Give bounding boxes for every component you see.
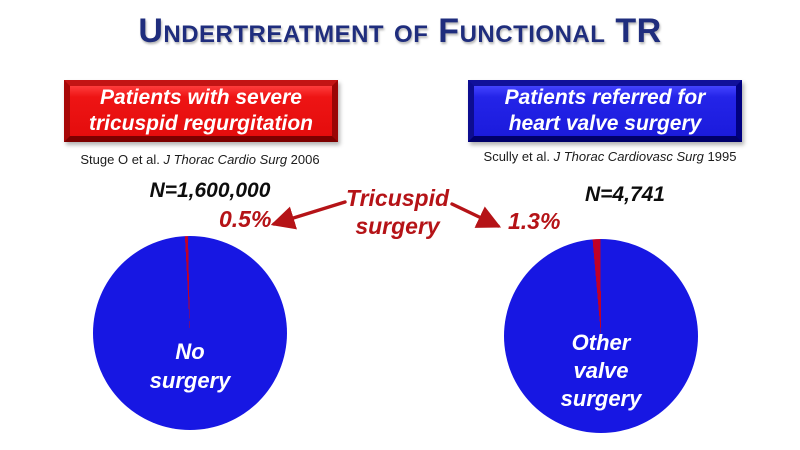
- right-header-label: Patients referred for heart valve surger…: [504, 86, 706, 135]
- left-citation-journal: J Thorac Cardio Surg: [163, 152, 288, 167]
- right-header-box: Patients referred for heart valve surger…: [468, 80, 742, 142]
- left-pie-chart: No surgery: [93, 236, 287, 430]
- left-pie-label: No surgery: [149, 339, 231, 393]
- left-citation: Stuge O et al. J Thorac Cardio Surg 2006: [40, 152, 360, 167]
- arrow-annotations: [270, 200, 502, 230]
- tricuspid-surgery-label: Tricuspid surgery: [345, 185, 450, 240]
- left-n-count: N=1,600,000: [149, 179, 271, 202]
- right-citation: Scully et al. J Thorac Cardiovasc Surg 1…: [450, 149, 770, 164]
- right-citation-authors: Scully et al.: [483, 149, 554, 164]
- left-header-label: Patients with severe tricuspid regurgita…: [88, 86, 313, 135]
- left-citation-year: 2006: [287, 152, 320, 167]
- left-citation-authors: Stuge O et al.: [80, 152, 164, 167]
- right-percentage: 1.3%: [508, 208, 561, 234]
- right-n-count: N=4,741: [585, 183, 665, 206]
- right-arrow-icon: [450, 202, 502, 228]
- right-citation-year: 1995: [703, 149, 737, 164]
- right-pie-chart: Other valve surgery: [504, 239, 698, 433]
- left-header-box: Patients with severe tricuspid regurgita…: [64, 80, 338, 142]
- left-percentage: 0.5%: [219, 206, 272, 232]
- left-arrow-icon: [270, 200, 347, 230]
- right-citation-journal: J Thorac Cardiovasc Surg: [553, 149, 704, 164]
- right-pie-label: Other valve surgery: [560, 330, 642, 411]
- page-title: Undertreatment of Functional TR: [138, 12, 662, 50]
